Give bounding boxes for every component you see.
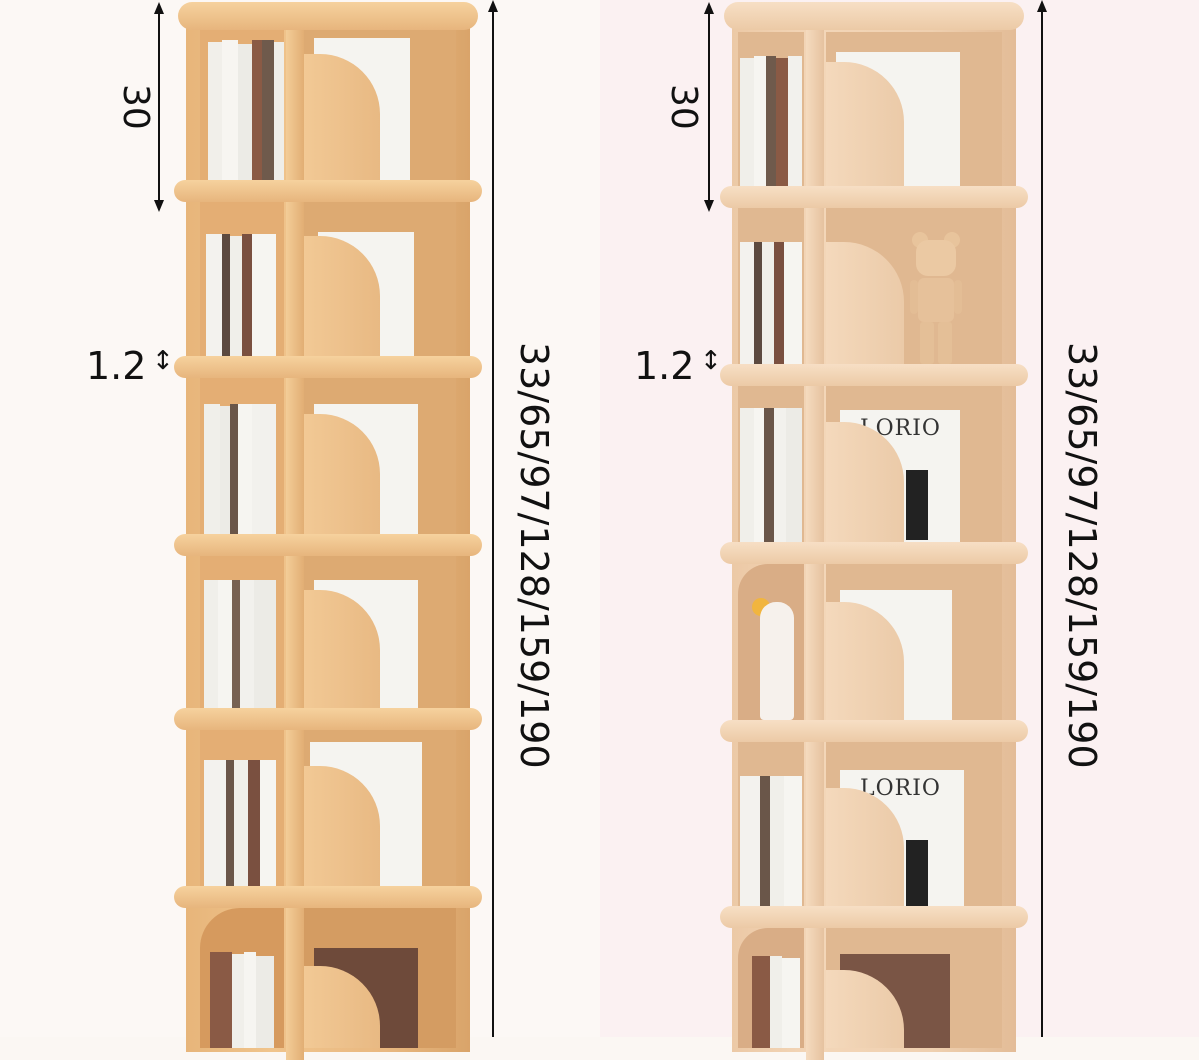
compartment [200, 378, 284, 534]
double-arrow-icon: ↕ [152, 346, 174, 376]
compartment [738, 208, 804, 364]
compartment [738, 564, 804, 720]
shelf-board [720, 720, 1028, 742]
total-height-label: 33/65/97/128/159/190 [1060, 342, 1104, 769]
shelf-board [720, 542, 1028, 564]
white-figurine [760, 602, 794, 720]
compartment [738, 32, 804, 186]
compartment [304, 30, 456, 180]
compartment [738, 928, 804, 1048]
total-height-label: 33/65/97/128/159/190 [512, 342, 556, 769]
compartment [304, 730, 456, 886]
compartment [304, 202, 456, 356]
compartment [304, 908, 456, 1048]
shelf-board [174, 708, 482, 730]
compartment [826, 928, 1002, 1048]
shelf-board [720, 364, 1028, 386]
left-bookshelf [174, 0, 482, 1060]
board-thickness-label: 1.2 [634, 344, 695, 388]
bear-figurine-icon [910, 232, 962, 364]
shelf-board [174, 534, 482, 556]
right-bookshelf: LORIO LORIO [720, 0, 1028, 1060]
shelf-center-divider [806, 20, 824, 1060]
double-arrow-icon: ↕ [700, 346, 722, 376]
compartment [738, 386, 804, 542]
shelf-top [724, 2, 1024, 30]
shelf-board [174, 356, 482, 378]
shelf-board [174, 180, 482, 202]
tier-height-label: 30 [663, 84, 704, 130]
shelf-board [174, 886, 482, 908]
compartment [826, 208, 1002, 364]
shelf-board [720, 186, 1028, 208]
shelf-board [720, 906, 1028, 928]
compartment: LORIO [826, 742, 1002, 906]
compartment [826, 564, 1002, 720]
compartment [826, 32, 1002, 186]
shelf-top [178, 2, 478, 30]
compartment [200, 908, 284, 1048]
compartment: LORIO [826, 386, 1002, 542]
compartment [200, 30, 284, 180]
board-thickness-label: 1.2 [86, 344, 147, 388]
compartment [738, 742, 804, 906]
compartment [200, 730, 284, 886]
bookend [826, 242, 904, 364]
compartment [304, 378, 456, 534]
compartment [304, 556, 456, 708]
tier-height-label: 30 [115, 84, 156, 130]
compartment [200, 556, 284, 708]
compartment [200, 202, 284, 356]
